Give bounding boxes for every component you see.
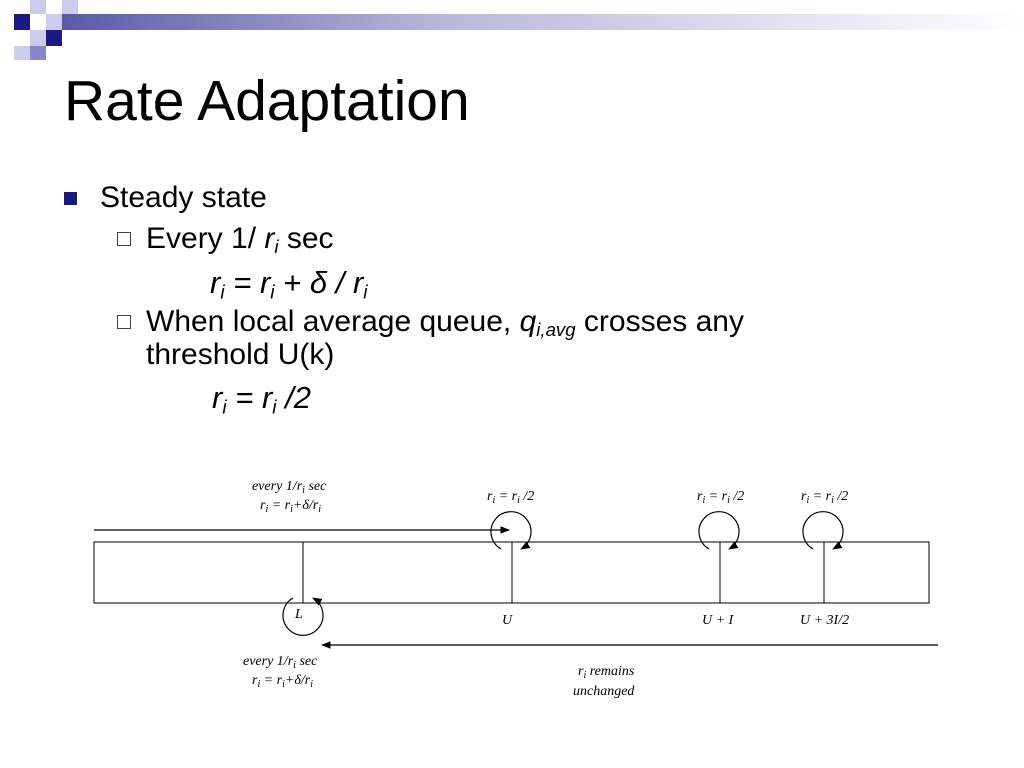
label-every-top: every 1/ri sec <box>252 479 327 496</box>
label-remains: ri remains <box>578 664 635 681</box>
hollow-square-icon <box>117 315 131 329</box>
label-formula-bottom: ri = ri+δ/ri <box>252 673 313 690</box>
label-halve-UI: ri = ri /2 <box>697 489 745 506</box>
label-every-bottom: every 1/ri sec <box>243 654 318 671</box>
sub-bullet-when: When local average queue, qi,avg crosses… <box>146 305 744 341</box>
label-halve-U: ri = ri /2 <box>487 489 535 506</box>
loop-arrow-L <box>282 597 324 636</box>
formula-increase: ri = ri + δ / ri <box>210 265 368 304</box>
loop-arrow-U <box>490 511 532 550</box>
label-UI: U + I <box>702 613 734 628</box>
hollow-square-icon <box>117 232 131 246</box>
bullet-square-icon <box>64 192 77 205</box>
label-U3I2: U + 3I/2 <box>800 613 850 628</box>
sub-bullet-when-line2: threshold U(k) <box>146 338 335 371</box>
label-formula-top: ri = ri+δ/ri <box>260 498 321 515</box>
loop-arrow-U3I2 <box>802 511 844 550</box>
bullet-steady-state: Steady state <box>100 181 267 214</box>
loop-arrow-UI <box>698 511 740 550</box>
formula-halve: ri = ri /2 <box>212 380 312 419</box>
label-U: U <box>502 613 513 628</box>
label-L: L <box>295 607 303 622</box>
sub-bullet-every: Every 1/ ri sec <box>146 222 334 258</box>
slide-title: Rate Adaptation <box>64 69 470 133</box>
label-halve-U3I2: ri = ri /2 <box>801 489 849 506</box>
label-unchanged: unchanged <box>573 684 635 699</box>
